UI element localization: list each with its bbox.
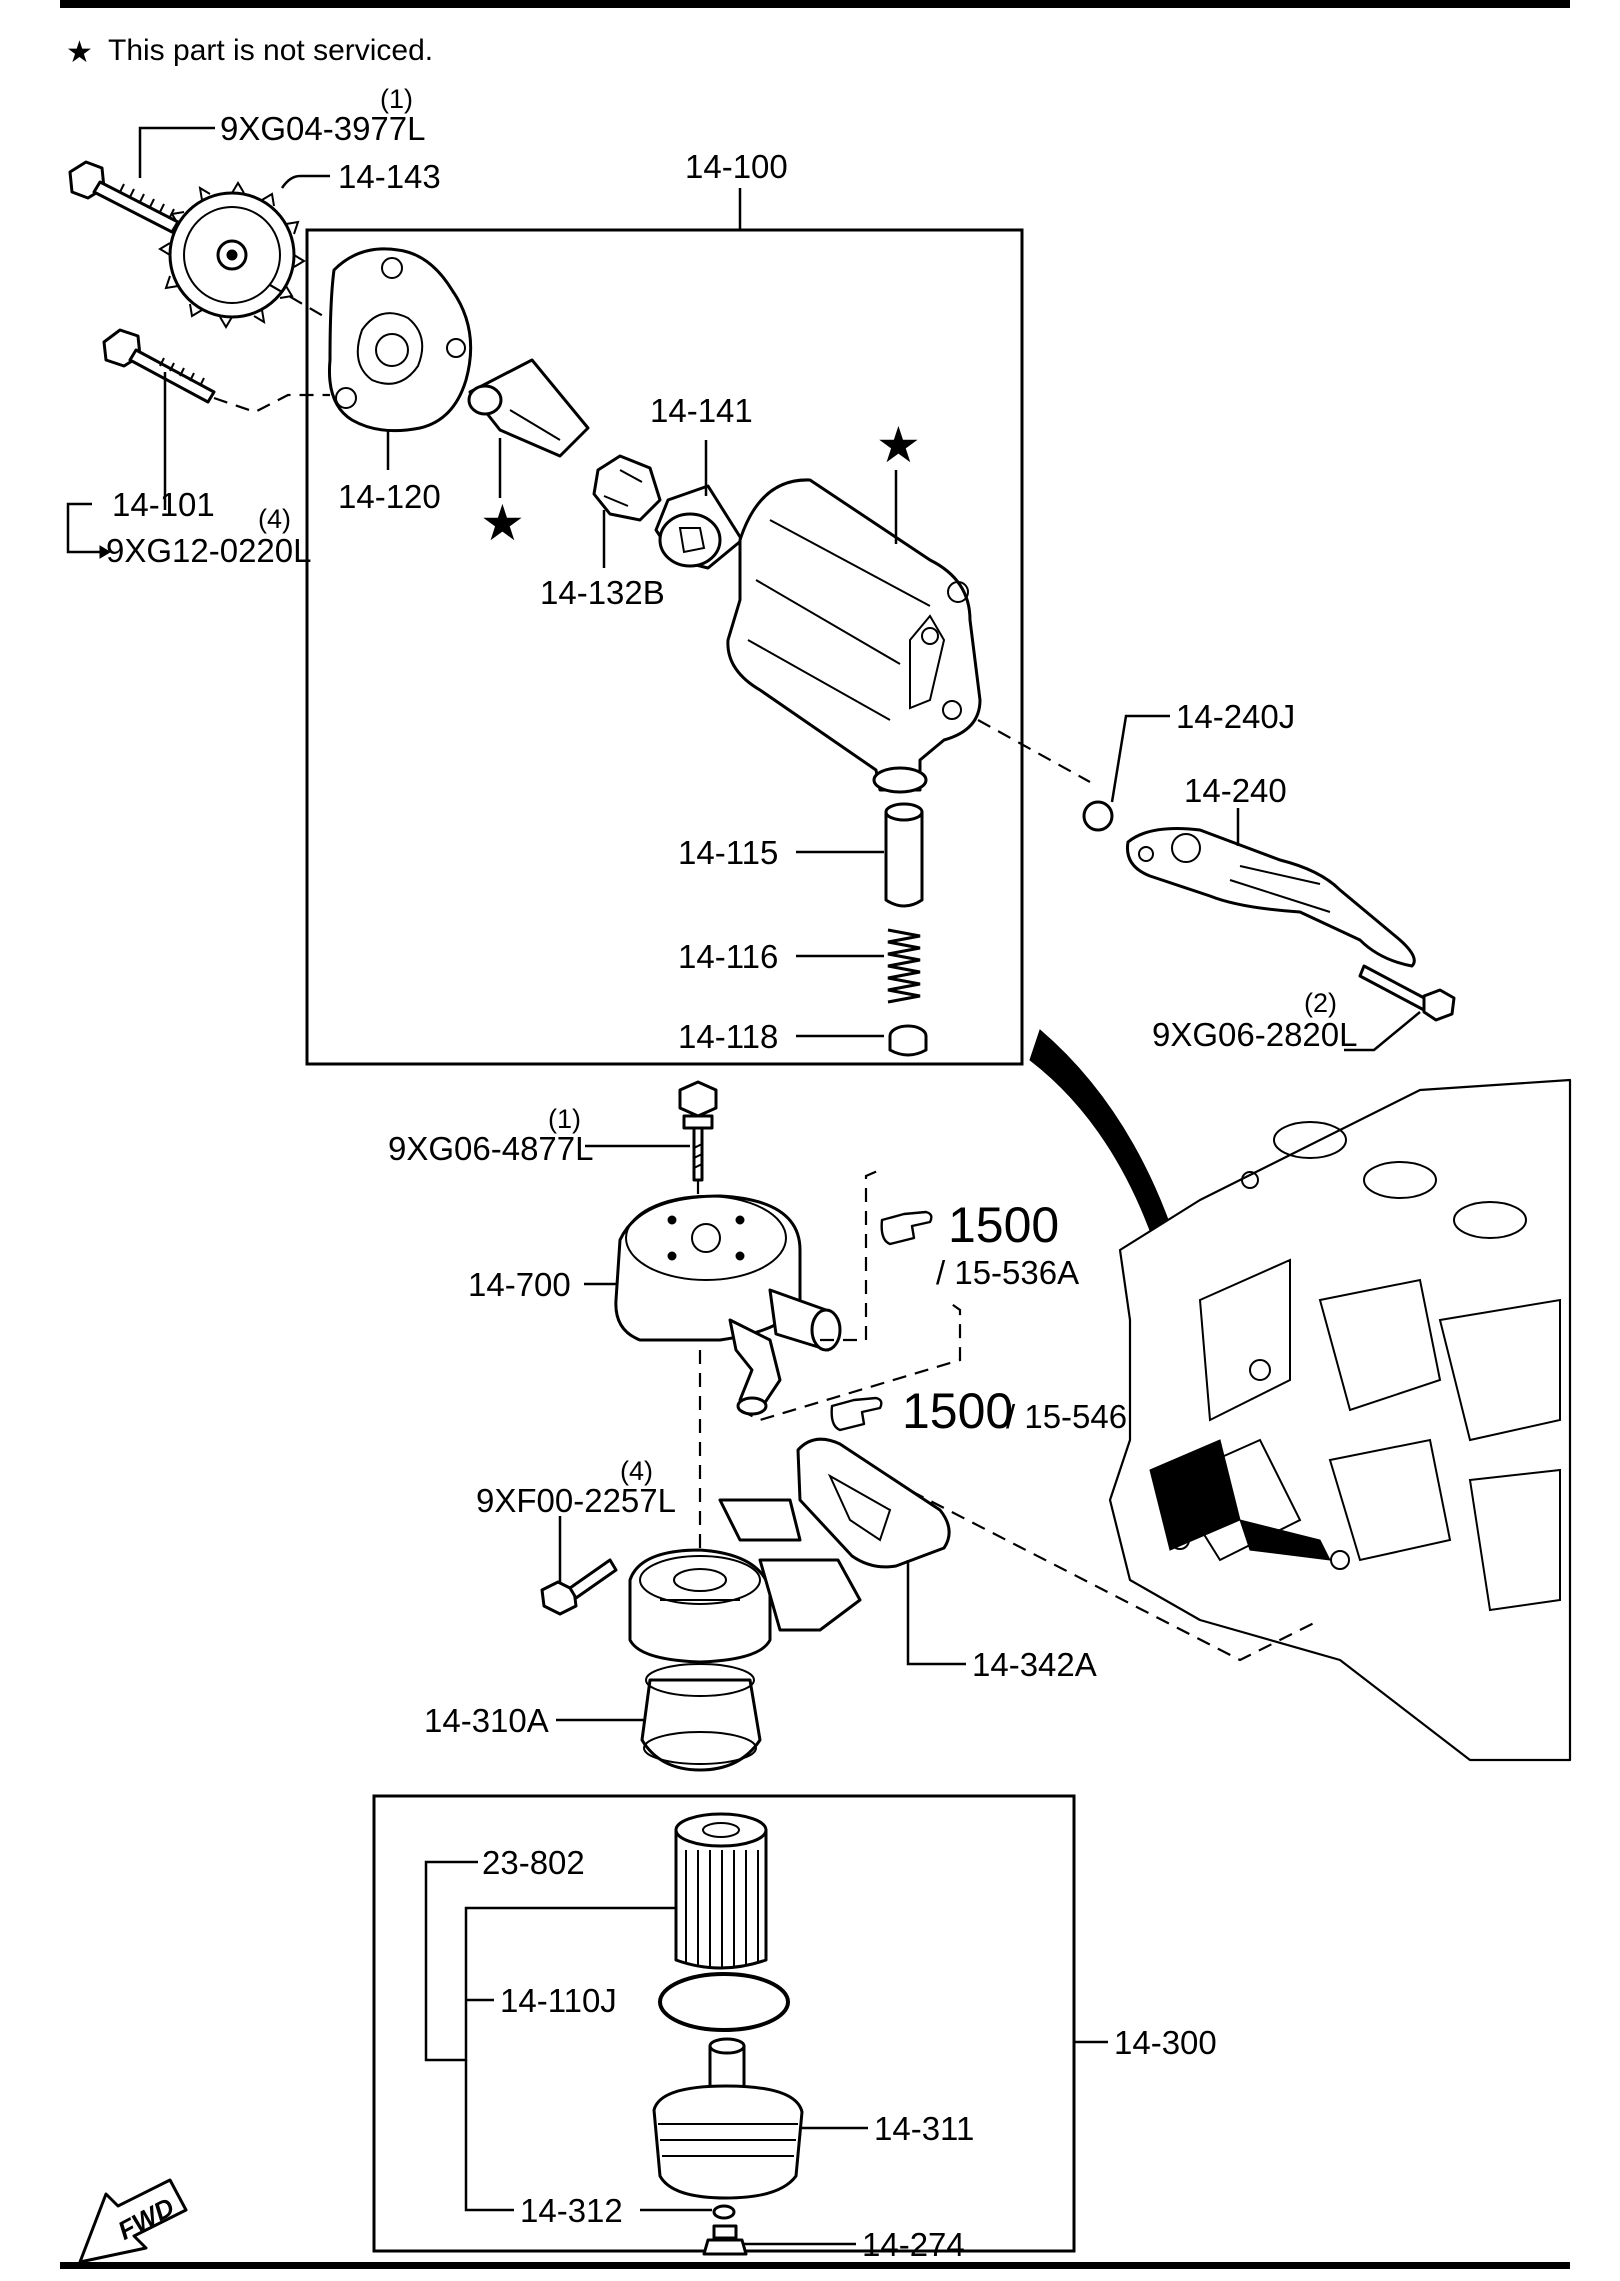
filter-housing-14-310a <box>628 1498 862 1772</box>
top-rule <box>60 0 1570 8</box>
label-9xf00-2257l: 9XF00-2257L <box>476 1482 676 1519</box>
leader-9xg06-2820l <box>1344 1011 1421 1052</box>
label-14-300: 14-300 <box>1114 2024 1217 2061</box>
dash-ref-1500-b <box>739 1299 962 1422</box>
oil-pump-body <box>726 478 982 794</box>
bottom-rule <box>60 2262 1570 2269</box>
label-9xg06-4877l: 9XG06-4877L <box>388 1130 594 1167</box>
qty-9xg06-2820l: (2) <box>1304 988 1337 1018</box>
leader-9xg04 <box>138 126 215 178</box>
bolt-9xg06-4877l <box>678 1080 718 1182</box>
bolt-9xg06-2820l <box>1358 964 1456 1022</box>
bracket-23-802 <box>424 1860 676 2062</box>
plunger-14-115 <box>884 802 924 908</box>
bolt-9xg04-3977l <box>68 160 180 234</box>
pointing-hand-icon <box>830 1396 883 1432</box>
label-14-132b: 14-132B <box>540 574 665 611</box>
leader-14-143 <box>280 174 330 189</box>
bolt-9xf00-2257l <box>540 1558 618 1616</box>
o-ring-14-240j <box>1082 800 1114 832</box>
ref-15-546: / 15-546 <box>1006 1398 1127 1435</box>
label-14-101: 14-101 <box>112 486 215 523</box>
label-14-311: 14-311 <box>874 2110 974 2147</box>
outer-rotor-14-141 <box>654 484 744 570</box>
label-14-141: 14-141 <box>650 392 753 429</box>
label-14-342a: 14-342A <box>972 1646 1097 1683</box>
ref-15-536a: / 15-536A <box>936 1254 1079 1291</box>
dash-pump-strainer <box>977 719 1091 783</box>
fwd-arrow-icon: FWD <box>78 2178 188 2264</box>
oil-cooler-14-700 <box>614 1194 842 1416</box>
label-14-116: 14-116 <box>678 938 778 975</box>
oil-strainer-14-240 <box>1125 827 1416 968</box>
leader-14-312-bracket <box>464 2060 514 2212</box>
gasket-14-342a <box>796 1437 951 1569</box>
label-14-310a: 14-310A <box>424 1702 549 1739</box>
qty-9xg12: (4) <box>258 504 291 534</box>
label-9xg06-2820l: 9XG06-2820L <box>1152 1016 1358 1053</box>
label-14-115: 14-115 <box>678 834 778 871</box>
pump-cover-14-120 <box>327 247 473 433</box>
engine-block <box>1108 1078 1572 1762</box>
drain-plug-14-274 <box>702 2224 748 2256</box>
dash-housing-engine <box>869 1469 1321 1662</box>
inner-rotor-14-132b <box>592 454 662 522</box>
label-9xg04-3977l: 9XG04-3977L <box>220 110 426 147</box>
qty-9xg06-4877l: (1) <box>548 1104 581 1134</box>
label-23-802: 23-802 <box>482 1844 585 1881</box>
bolt-14-101 <box>102 328 216 404</box>
ref-1500-b: 1500 <box>902 1383 1013 1439</box>
filter-element-23-802 <box>674 1812 768 1970</box>
label-14-312: 14-312 <box>520 2192 623 2229</box>
label-14-118: 14-118 <box>678 1018 778 1055</box>
label-14-240j: 14-240J <box>1176 698 1295 735</box>
label-14-700: 14-700 <box>468 1266 571 1303</box>
note-star-icon: ★ <box>66 36 93 69</box>
ref-1500-a: 1500 <box>948 1197 1059 1253</box>
label-14-110j: 14-110J <box>500 1982 617 2019</box>
dash-sprocket <box>269 284 331 321</box>
dash-bolt-14-101 <box>213 393 330 414</box>
dash-ref-1500-a <box>820 1168 881 1342</box>
label-9xg12-0220l: 9XG12-0220L <box>106 532 312 569</box>
label-14-100: 14-100 <box>685 148 788 185</box>
leader-14-342a <box>906 1560 966 1666</box>
pointing-hand-icon <box>880 1210 933 1246</box>
oil-pump-assembly-box <box>305 228 1024 1066</box>
label-14-143: 14-143 <box>338 158 441 195</box>
leader-14-240j <box>1110 714 1170 803</box>
o-ring-14-312 <box>712 2204 736 2220</box>
filter-cap-14-311 <box>652 2037 804 2200</box>
o-ring-14-110j <box>658 1972 790 2032</box>
star-marker-body-icon: ★ <box>876 417 921 473</box>
note-text: This part is not serviced. <box>108 34 433 67</box>
label-14-120: 14-120 <box>338 478 441 515</box>
star-marker-shaft-icon: ★ <box>480 495 525 551</box>
qty-9xg04: (1) <box>380 84 413 114</box>
pump-shaft <box>467 358 590 458</box>
sprocket-14-143 <box>158 181 306 329</box>
arrow-14-101 <box>99 545 111 559</box>
plug-14-118 <box>888 1024 928 1057</box>
label-14-240: 14-240 <box>1184 772 1287 809</box>
spring-14-116 <box>887 928 921 1004</box>
label-14-274: 14-274 <box>862 2226 965 2263</box>
qty-9xf00: (4) <box>620 1456 653 1486</box>
bracket-14-101 <box>66 502 100 554</box>
